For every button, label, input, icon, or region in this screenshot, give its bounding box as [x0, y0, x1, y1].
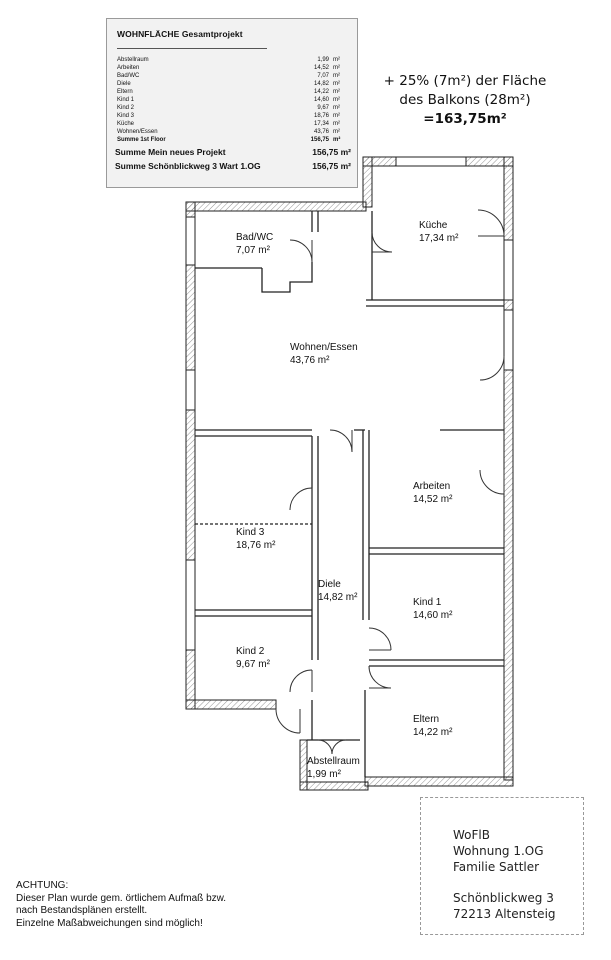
doors [275, 209, 505, 755]
title-block-line: Schönblickweg 3 [453, 891, 554, 905]
room-name-kueche: Küche [419, 220, 448, 231]
room-name-bad: Bad/WC [236, 232, 273, 243]
balcony-note-line: des Balkons (28m²) [399, 92, 531, 108]
title-block-line: 72213 Altensteig [453, 907, 556, 921]
room-area-diele: 14,82 m² [318, 592, 358, 603]
room-area-abstell: 1,99 m² [307, 769, 342, 780]
balcony-note: + 25% (7m²) der Fläche des Balkons (28m²… [375, 72, 555, 129]
room-name-arbeiten: Arbeiten [413, 481, 450, 492]
disclaimer-line: Einzelne Maßabweichungen sind möglich! [16, 917, 203, 929]
room-name-diele: Diele [318, 579, 341, 590]
title-block-line: Familie Sattler [453, 860, 540, 874]
room-area-eltern: 14,22 m² [413, 727, 453, 738]
title-block: WoFlB Wohnung 1.OG Familie Sattler Schön… [420, 797, 584, 935]
balcony-note-total: =163,75m² [423, 111, 507, 127]
room-name-kind3: Kind 3 [236, 527, 265, 538]
room-area-arbeiten: 14,52 m² [413, 494, 453, 505]
balcony-note-line: + 25% (7m²) der Fläche [383, 73, 547, 89]
room-area-kind3: 18,76 m² [236, 540, 276, 551]
room-area-wohnen: 43,76 m² [290, 355, 330, 366]
interior-walls [195, 211, 504, 777]
disclaimer: ACHTUNG: Dieser Plan wurde gem. örtliche… [16, 880, 316, 930]
room-name-wohnen: Wohnen/Essen [290, 342, 358, 353]
room-area-kueche: 17,34 m² [419, 233, 459, 244]
room-name-kind1: Kind 1 [413, 597, 442, 608]
room-labels: Bad/WC 7,07 m² Küche 17,34 m² Wohnen/Ess… [236, 220, 459, 780]
title-block-line: WoFlB [453, 828, 490, 842]
room-name-kind2: Kind 2 [236, 646, 265, 657]
room-area-bad: 7,07 m² [236, 245, 271, 256]
windows [185, 156, 514, 651]
table-title: WOHNFLÄCHE Gesamtprojekt [117, 29, 243, 39]
disclaimer-line: Dieser Plan wurde gem. örtlichem Aufmaß … [16, 892, 227, 904]
room-area-kind2: 9,67 m² [236, 659, 271, 670]
room-name-eltern: Eltern [413, 714, 439, 725]
title-block-line: Wohnung 1.OG [453, 844, 544, 858]
table-title-rule [117, 48, 267, 49]
room-name-abstell: Abstellraum [307, 756, 360, 767]
disclaimer-line: ACHTUNG: [16, 880, 69, 891]
disclaimer-line: nach Bestandsplänen erstellt. [16, 905, 148, 916]
room-area-kind1: 14,60 m² [413, 610, 453, 621]
